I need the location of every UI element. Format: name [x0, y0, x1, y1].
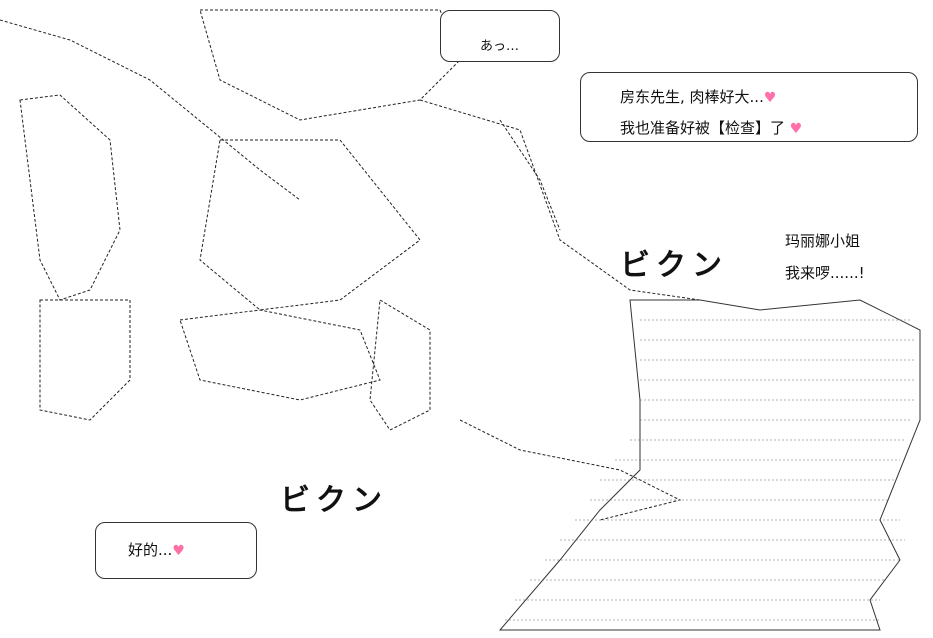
bubble-line-2-text: 我也准备好被【检查】了 [620, 119, 786, 137]
heart-icon: ♥ [763, 90, 777, 106]
speech-bubble-top-center [440, 10, 560, 62]
heart-icon: ♥ [789, 121, 803, 137]
bubble-text-top-center: あっ… [480, 39, 520, 54]
bubble-bottom-text: 好的... [128, 541, 173, 559]
bubble-line-1-text: 房东先生, 肉棒好大... [620, 88, 764, 106]
speaker-caption: 玛丽娜小姐 [785, 232, 861, 250]
bubble-line-1: 房东先生, 肉棒好大...♥ [620, 88, 776, 107]
sfx-right: ビクン [620, 248, 728, 283]
speech-bubble-top-right [580, 72, 918, 142]
bubble-bottom-line: 好的...♥ [128, 541, 185, 560]
heart-icon: ♥ [172, 543, 185, 559]
sfx-center: ビクン [280, 483, 388, 518]
speaker-line-caption: 我来啰......! [785, 264, 865, 282]
speech-bubble-bottom-left [95, 522, 257, 579]
bubble-line-2: 我也准备好被【检查】了 ♥ [620, 119, 802, 138]
